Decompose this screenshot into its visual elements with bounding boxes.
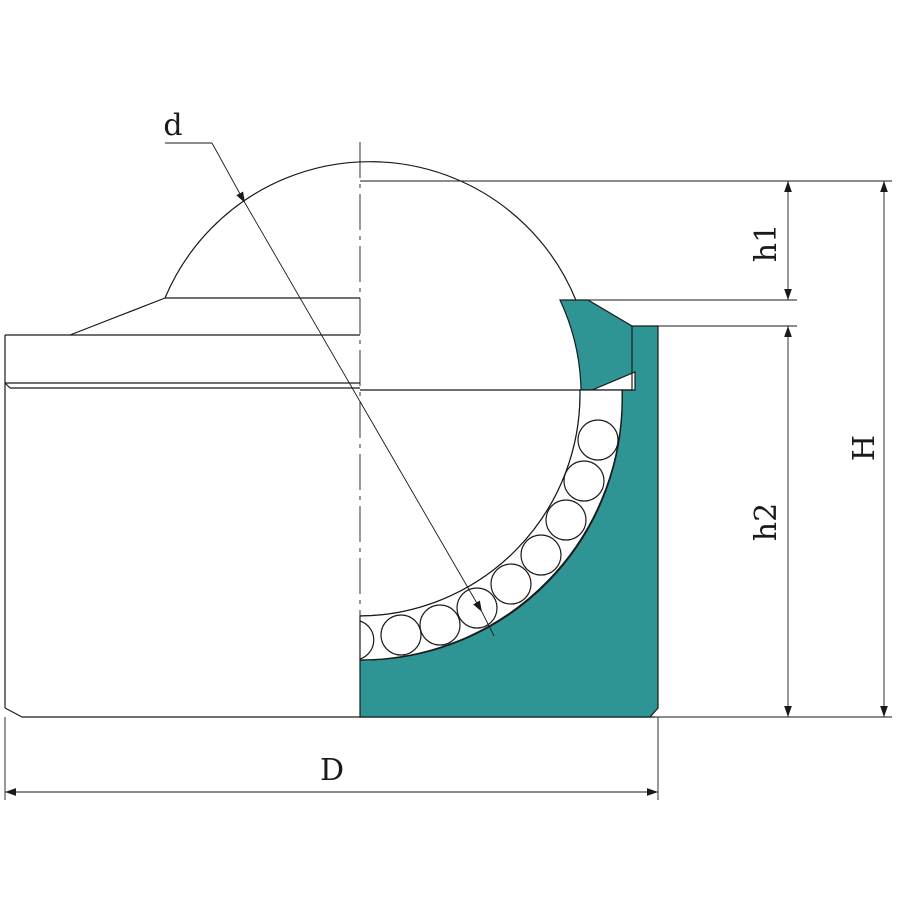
support-ball	[380, 614, 422, 656]
support-ball	[419, 604, 461, 646]
dimension-label-h2: h2	[749, 503, 784, 541]
support-ball	[545, 499, 587, 541]
dimension-label-h1: h1	[749, 224, 784, 262]
support-ball	[577, 419, 619, 461]
dimension-H: H	[847, 181, 888, 717]
support-ball	[563, 460, 605, 502]
dimension-label-d: d	[163, 108, 182, 143]
raceway-band	[359, 389, 623, 661]
dimension-label-D: D	[320, 753, 344, 788]
dimension-label-H: H	[847, 435, 882, 461]
dimension-h2: h2	[749, 326, 792, 717]
support-ball	[520, 534, 562, 576]
main-ball	[164, 161, 593, 471]
support-ball	[456, 587, 498, 629]
extension-lines	[4, 180, 892, 800]
dimension-d: d	[163, 108, 495, 637]
support-balls	[359, 419, 619, 660]
support-ball	[490, 563, 532, 605]
support-ball	[359, 620, 375, 660]
dimension-h1: h1	[749, 181, 792, 300]
dimension-D: D	[5, 753, 658, 796]
